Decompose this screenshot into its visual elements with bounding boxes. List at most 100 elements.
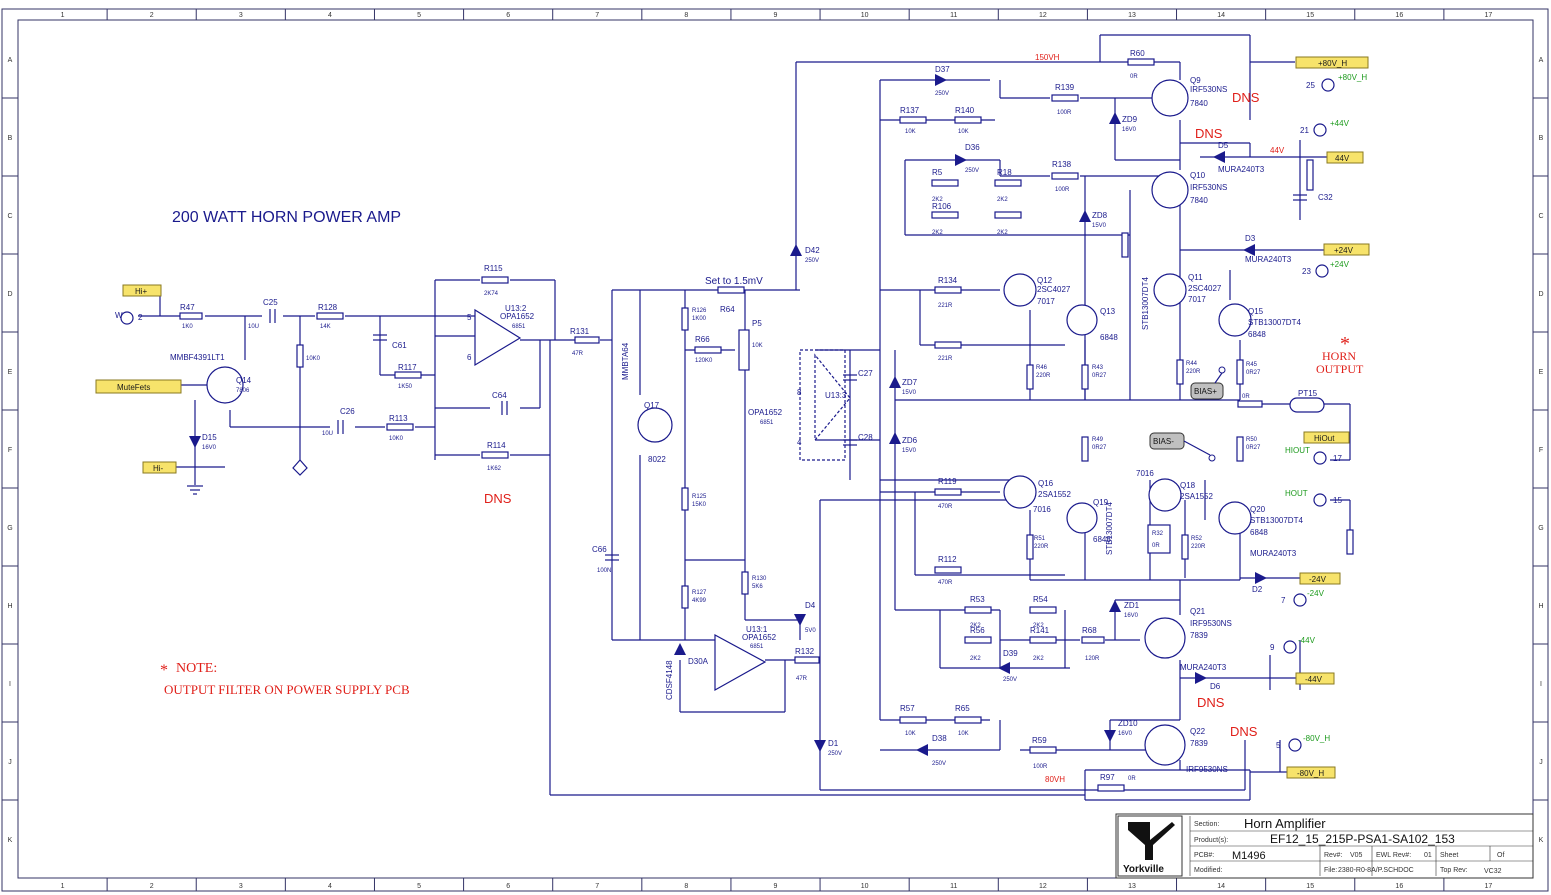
part-d30a: CDSF4148: [665, 660, 674, 700]
diode-d1: [814, 740, 826, 752]
val-r117: 1K50: [398, 384, 413, 390]
ref-r53: R53: [970, 595, 985, 604]
flag-m24v: [1299, 572, 1341, 585]
flag-hi-plus: [122, 284, 162, 297]
rev-label: Rev#:: [1324, 852, 1342, 859]
green-label-7: -44V: [1298, 636, 1316, 645]
val-r55-6r: 0R: [1242, 394, 1250, 400]
part-q16: 2SA1552: [1038, 490, 1071, 499]
resistor-c15v: [1306, 159, 1314, 191]
val-r56: 2K2: [970, 656, 981, 662]
val-zd8: 15V0: [1092, 223, 1107, 229]
capacitor-c64: [501, 401, 508, 415]
grid-row-label: G: [1538, 525, 1543, 532]
connector-w9-pin: 5: [1276, 741, 1281, 750]
sheet-label: Sheet: [1440, 852, 1458, 859]
ref-d38: D38: [932, 734, 947, 743]
resistor-r97: [1097, 784, 1125, 792]
transistor-q16: [1003, 475, 1037, 509]
ref-r113: R113: [389, 414, 408, 423]
ref-d15: D15: [202, 433, 217, 442]
diode-zd6: [889, 432, 901, 444]
ref-r65: R65: [955, 704, 970, 713]
code-q15: 6848: [1248, 330, 1266, 339]
transistor-q21: [1144, 617, 1186, 659]
resistor-r137: [899, 116, 927, 124]
flag-hiout: [1303, 431, 1350, 444]
horn-output-line1: HORN: [1322, 349, 1356, 363]
grid-col-label: 6: [506, 12, 510, 19]
ref-q21: Q21: [1190, 607, 1206, 616]
connector-w5-pin: 17: [1333, 454, 1342, 463]
diode-d3: [1243, 244, 1255, 256]
val-r32: 0R: [1152, 543, 1160, 549]
resistor-r113: [386, 423, 414, 431]
dns-label-2: DNS: [1195, 126, 1223, 141]
ref-r117: R117: [398, 363, 417, 372]
grid-col-label: 6: [506, 883, 510, 890]
val-r115: 2K74: [484, 291, 499, 297]
grid-row-label: I: [9, 681, 11, 688]
val-r140: 10K: [958, 129, 969, 135]
val-r114: 1K62: [487, 466, 502, 472]
pin-u13-3-4: 4: [797, 438, 802, 447]
code-q20: 6848: [1250, 528, 1268, 537]
val-r141: 2K2: [1033, 656, 1044, 662]
diode-zd7: [889, 376, 901, 388]
connector-w7: [1293, 593, 1307, 607]
components: [179, 58, 1354, 792]
resistor-r111: [934, 341, 962, 349]
resistor-r18b: [994, 211, 1022, 219]
resistor-r106: [931, 211, 959, 219]
resistor-r131: [574, 336, 600, 344]
ref-pt15: PT15: [1298, 389, 1318, 398]
flag-m24v-text: -24V: [1309, 575, 1327, 584]
grid-col-label: 12: [1039, 12, 1047, 19]
ref-d1: D1: [828, 739, 839, 748]
pcb-value: M1496: [1232, 850, 1266, 862]
ref-q14: Q14: [236, 376, 252, 385]
ref-q17: Q17: [644, 401, 660, 410]
part-d5: MURA240T3: [1218, 165, 1265, 174]
grid-col-label: 15: [1306, 12, 1314, 19]
diode-d37: [935, 74, 947, 86]
grid-row-label: D: [1538, 291, 1543, 298]
grid-col-label: 2: [150, 12, 154, 19]
label-set-to: Set to 1.5mV: [705, 276, 763, 287]
diode-d30a: [674, 643, 686, 655]
diode-d39: [998, 662, 1010, 674]
ref-r59: R59: [1032, 736, 1047, 745]
flag-mutefets: [95, 379, 182, 394]
dns-label-1: DNS: [1232, 90, 1260, 105]
val-r113: 10K0: [389, 436, 404, 442]
ref-r132: R132: [795, 647, 815, 656]
val-d4: 5V0: [805, 628, 816, 634]
grid-row-label: E: [8, 369, 13, 376]
val-r130: 5K6: [752, 584, 763, 590]
flag-p80v-h-text: +80V_H: [1318, 59, 1347, 68]
resistor-r50: [1236, 436, 1244, 462]
diode-d15: [189, 436, 201, 448]
ref-zd1: ZD1: [1124, 601, 1140, 610]
ref-r125: R125: [692, 494, 707, 500]
green-label-2: +44V: [1330, 119, 1350, 128]
code-q14: 7806: [236, 388, 250, 394]
bias-plus-box: [1190, 382, 1224, 400]
part-q22: IRF9530NS: [1186, 765, 1228, 774]
grid-row-label: E: [1539, 369, 1544, 376]
ref-c25: C25: [263, 298, 278, 307]
resistor-r68: [1081, 636, 1105, 644]
flag-p44v: [1326, 151, 1364, 164]
ref-c61: C61: [392, 341, 407, 350]
connector-w9: [1288, 738, 1302, 752]
ground-symbols: [187, 459, 308, 495]
rev-value: V05: [1350, 852, 1363, 859]
grid-row-label: K: [1539, 837, 1544, 844]
code-q9: 7840: [1190, 99, 1208, 108]
code-u13-1: 6851: [750, 644, 764, 650]
flag-m80v-h: [1286, 766, 1336, 779]
ref-r56: R56: [970, 626, 985, 635]
grid-col-label: 10: [861, 883, 869, 890]
val-r57: 10K: [905, 731, 916, 737]
